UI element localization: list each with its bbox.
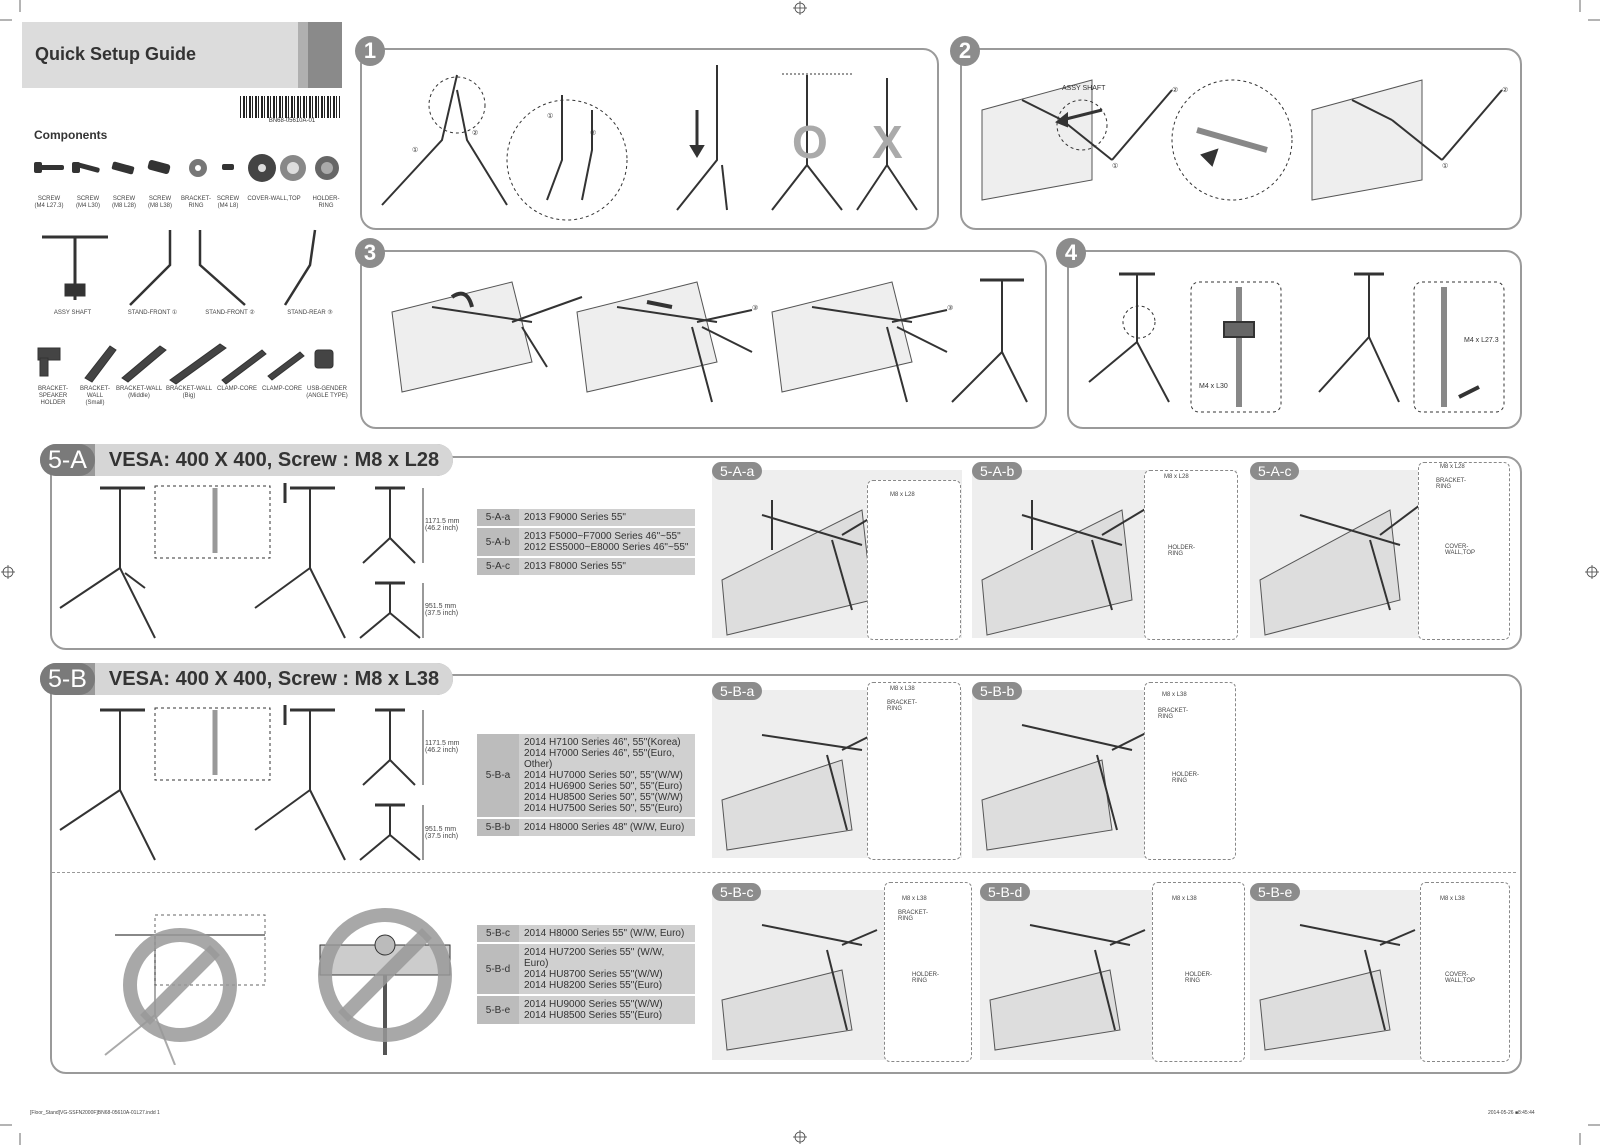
svg-text:O: O (792, 116, 828, 168)
svg-text:③: ③ (947, 304, 953, 312)
components-stand-labels: ASSY SHAFT STAND-FRONT ① STAND-FRONT ② S… (53, 310, 333, 316)
section-5a-header: 5-A VESA: 400 X 400, Screw : M8 x L28 (40, 444, 454, 476)
step-1-panel: O X ① ② ① ② (360, 48, 939, 230)
5-B-b-illustration: M8 x L38 BRACKET-RING HOLDER-RING (972, 682, 1236, 860)
section-5b-divider (52, 872, 1516, 873)
barcode (240, 96, 340, 118)
prohibited-illustrations (104, 908, 452, 1065)
5-A-a-illustration: M8 x L28 (712, 470, 962, 640)
step-4-panel: M4 x L30 M4 x L27.3 (1067, 250, 1522, 429)
5a-dim-high: 1171.5 mm(46.2 inch) (425, 518, 460, 532)
svg-text:①: ① (1442, 162, 1448, 170)
5-B-a-illustration: M8 x L38 BRACKET-RING (712, 682, 962, 860)
footer-file-name: [Floor_Stand]VG-SSFN2000F]BN68-05610A-01… (30, 1110, 160, 1116)
5b-dim-high: 1171.5 mm(46.2 inch) (425, 740, 460, 754)
step-4-number: 4 (1056, 238, 1086, 268)
table-row: 5-B-d 2014 HU7200 Series 55" (W/W, Euro)… (477, 944, 695, 994)
step-2-panel: ASSY SHAFT ① ② ① ② (960, 48, 1522, 230)
components-hardware-icons (34, 154, 339, 182)
page-title: Quick Setup Guide (35, 44, 197, 64)
5-B-d-illustration: M8 x L38 HOLDER-RING (980, 882, 1245, 1062)
5-B-a-badge: 5-B-a (712, 682, 763, 700)
title-bar: Quick Setup Guide (22, 22, 342, 88)
step-2-number: 2 (950, 36, 980, 66)
components-bracket-icons (37, 343, 334, 385)
step-1-number: 1 (355, 36, 385, 66)
section-5b-title: VESA: 400 X 400, Screw : M8 x L38 (94, 663, 454, 695)
svg-text:②: ② (590, 129, 596, 137)
5-B-c-badge: 5-B-c (712, 883, 762, 901)
table-row: 5-B-a 2014 H7100 Series 46", 55"(Korea)2… (477, 734, 695, 817)
step-3-number: 3 (355, 238, 385, 268)
screw-m4-l27: M4 x L27.3 (1464, 337, 1499, 344)
screw-m4-l30: M4 x L30 (1199, 383, 1228, 390)
svg-text:①: ① (547, 112, 553, 120)
5-B-e-illustration: M8 x L38 COVER-WALL,TOP (1250, 882, 1510, 1062)
svg-text:②: ② (1502, 86, 1508, 94)
5-A-c-illustration: M8 x L28 BRACKET-RING COVER-WALL,TOP (1250, 462, 1510, 640)
section-5a-code: 5-A (40, 444, 95, 476)
5-A-b-illustration: M8 x L28 HOLDER-RING (972, 470, 1238, 640)
step1-num-1: ① (412, 146, 418, 154)
assy-shaft-label: ASSY SHAFT (1062, 85, 1106, 92)
svg-text:③: ③ (752, 304, 758, 312)
5-A-c-badge: 5-A-c (1250, 462, 1300, 480)
components-stand-parts (42, 229, 317, 306)
5a-dim-low: 951.5 mm(37.5 inch) (425, 603, 459, 617)
section-5b-code: 5-B (40, 663, 95, 695)
svg-text:①: ① (1112, 162, 1118, 170)
5-B-c-illustration: M8 x L38 BRACKET-RING HOLDER-RING (712, 882, 972, 1062)
section-5b-stand-illustration (59, 705, 424, 861)
5b-dim-low: 951.5 mm(37.5 inch) (425, 826, 459, 840)
section-5a-stand-illustration (59, 483, 424, 639)
components-title: Components (34, 128, 108, 142)
components-hardware-labels: SCREW(M4 L27.3) SCREW(M4 L30) SCREW(M8 L… (34, 196, 340, 209)
section-5b-model-table: 5-B-a 2014 H7100 Series 46", 55"(Korea)2… (477, 732, 695, 838)
section-5a-title: VESA: 400 X 400, Screw : M8 x L28 (94, 444, 454, 476)
step1-num-2: ② (472, 129, 478, 137)
5-B-e-badge: 5-B-e (1250, 883, 1301, 901)
table-row: 5-B-e 2014 HU9000 Series 55"(W/W)2014 HU… (477, 996, 695, 1024)
5-B-b-badge: 5-B-b (972, 682, 1023, 700)
5-B-d-badge: 5-B-d (980, 883, 1031, 901)
section-5b-header: 5-B VESA: 400 X 400, Screw : M8 x L38 (40, 663, 454, 695)
step-2-illustration: ASSY SHAFT ① ② ① ② (981, 79, 1508, 201)
svg-text:②: ② (1172, 86, 1178, 94)
step-4-illustration: M4 x L30 M4 x L27.3 (1088, 272, 1505, 413)
5-A-a-badge: 5-A-a (712, 462, 763, 480)
5-A-b-badge: 5-A-b (972, 462, 1023, 480)
step-1-illustration: O X ① ② ① ② (381, 65, 918, 221)
footer-timestamp: 2014-05-26 ■8:45:44 (1488, 1110, 1535, 1116)
part-number: BN68-05610A-01 (268, 118, 316, 124)
svg-text:X: X (872, 116, 903, 168)
